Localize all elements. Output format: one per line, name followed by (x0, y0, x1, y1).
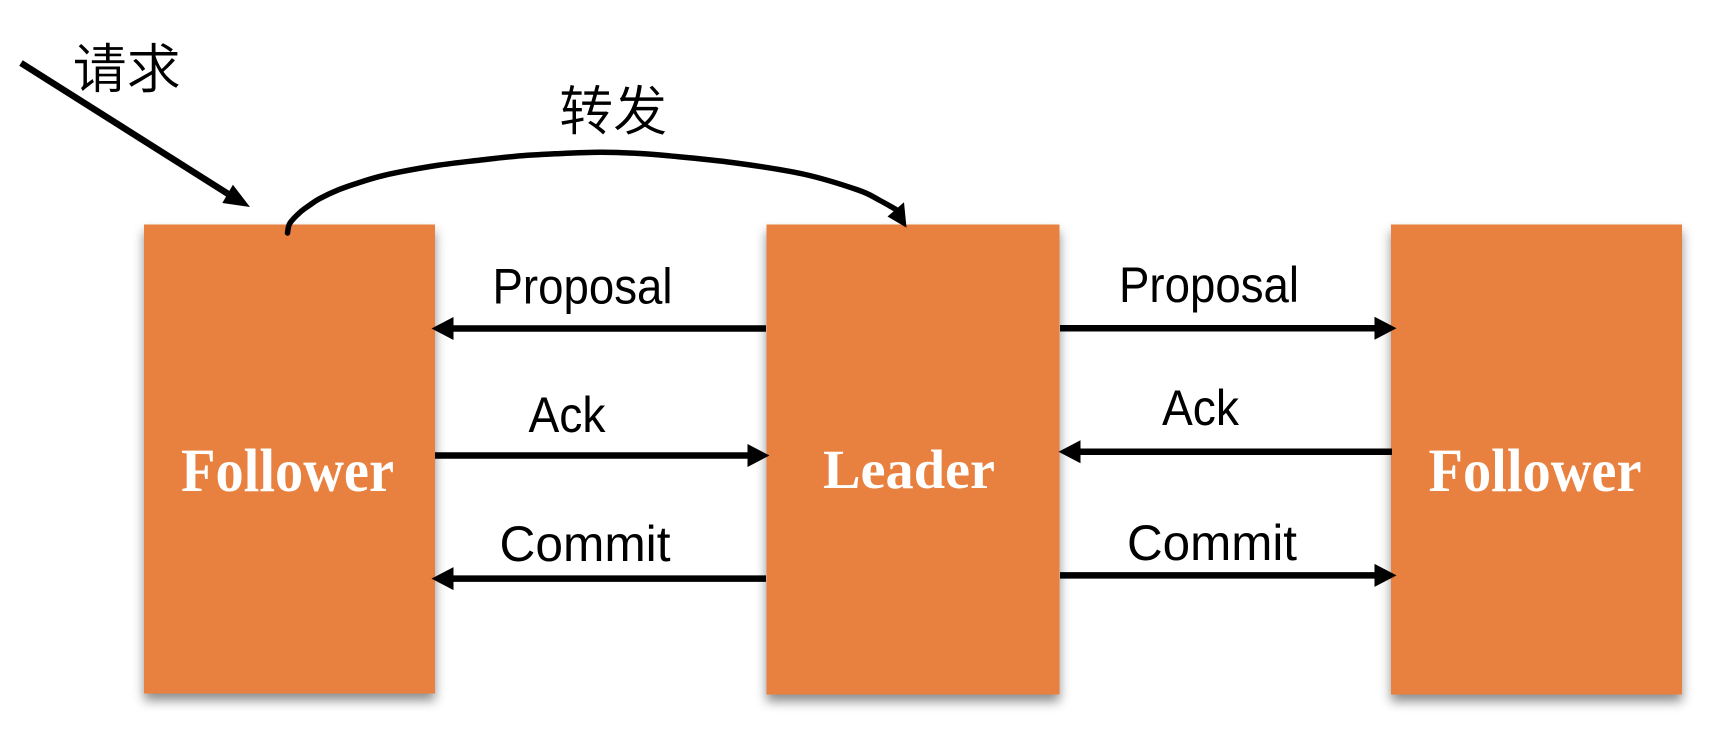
svg-text:Follower: Follower (1429, 438, 1642, 505)
svg-text:Leader: Leader (823, 439, 995, 500)
svg-text:Ack: Ack (529, 387, 607, 443)
svg-text:Ack: Ack (1162, 380, 1240, 436)
svg-text:Proposal: Proposal (493, 259, 673, 315)
svg-text:Proposal: Proposal (1119, 257, 1299, 313)
svg-text:Follower: Follower (181, 438, 394, 505)
svg-text:Commit: Commit (500, 516, 671, 572)
svg-text:Commit: Commit (1127, 515, 1297, 571)
